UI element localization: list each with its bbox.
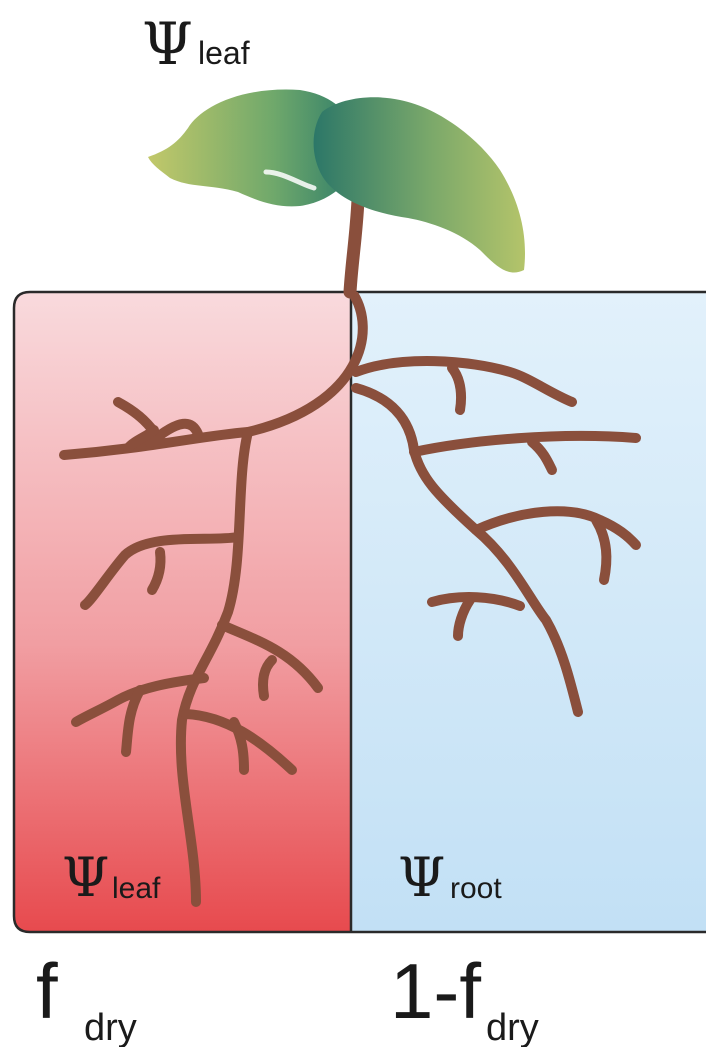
- leaf-water-potential-label: Ψ leaf: [142, 10, 250, 78]
- right-leaf: [314, 97, 525, 272]
- wet-psi-subscript: root: [450, 872, 502, 905]
- top-psi-symbol: Ψ: [142, 10, 193, 78]
- dry-fraction-main: f: [36, 947, 58, 1035]
- wet-fraction-subscript: dry: [486, 1007, 539, 1047]
- dry-psi-symbol: Ψ: [62, 846, 109, 909]
- dry-compartment: [14, 292, 351, 932]
- dry-fraction-subscript: dry: [84, 1007, 137, 1047]
- dry-psi-subscript: leaf: [112, 872, 161, 905]
- top-psi-subscript: leaf: [198, 35, 250, 71]
- plant-leaves: [148, 90, 525, 273]
- wet-fraction-label: 1-f dry: [390, 947, 539, 1047]
- dry-fraction-label: f dry: [36, 947, 137, 1047]
- wet-compartment: [351, 292, 706, 932]
- plant-stem: [350, 200, 358, 292]
- wet-psi-symbol: Ψ: [398, 846, 445, 909]
- wet-fraction-main: 1-f: [390, 947, 481, 1035]
